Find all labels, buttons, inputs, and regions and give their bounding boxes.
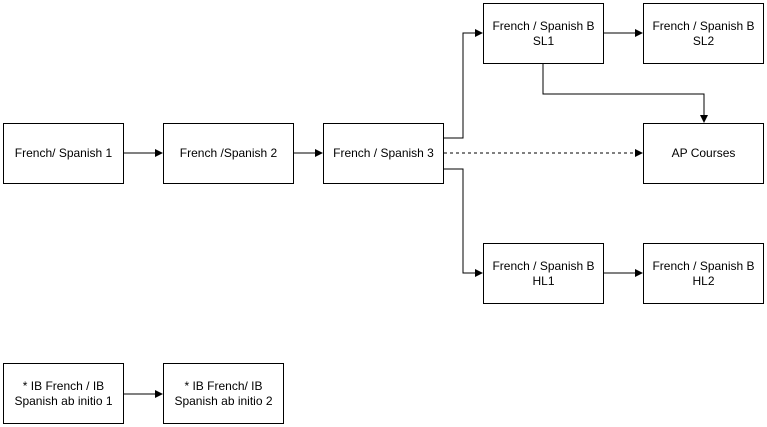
node-french-spanish-1[interactable]: French/ Spanish 1	[3, 123, 124, 184]
edge-sl1-to-ap	[542, 64, 708, 123]
node-french-spanish-b-hl2[interactable]: French / Spanish B HL2	[643, 243, 764, 304]
edge-fs3-to-sl1	[444, 29, 483, 139]
node-french-spanish-b-hl1[interactable]: French / Spanish B HL1	[483, 243, 604, 304]
node-french-spanish-3[interactable]: French / Spanish 3	[323, 123, 444, 184]
edges-layer	[124, 29, 708, 398]
node-french-spanish-b-sl1[interactable]: French / Spanish B SL1	[483, 3, 604, 64]
node-ib-ab-initio-2[interactable]: * IB French/ IB Spanish ab initio 2	[163, 363, 284, 424]
node-ib-ab-initio-1[interactable]: * IB French / IB Spanish ab initio 1	[3, 363, 124, 424]
edge-fs3-to-hl1	[444, 168, 483, 277]
node-french-spanish-2[interactable]: French /Spanish 2	[163, 123, 294, 184]
node-ap-courses[interactable]: AP Courses	[643, 123, 764, 184]
node-french-spanish-b-sl2[interactable]: French / Spanish B SL2	[643, 3, 764, 64]
